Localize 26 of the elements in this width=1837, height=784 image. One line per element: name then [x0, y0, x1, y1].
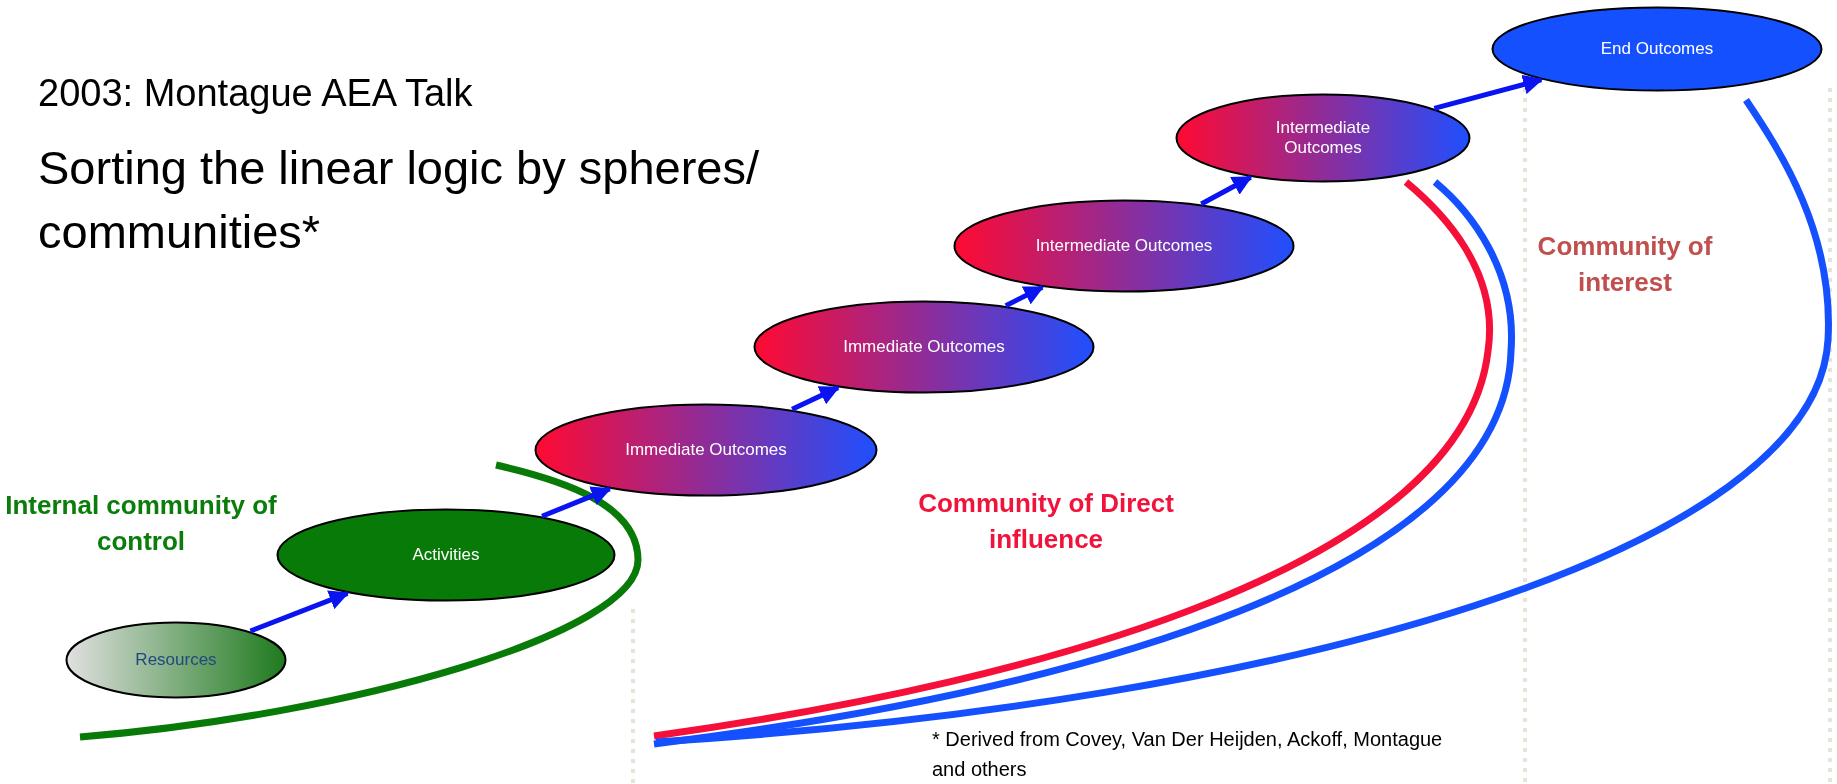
- title: 2003: Montague AEA Talk: [38, 72, 473, 115]
- region-label: Internal community of control: [4, 489, 278, 558]
- node-label: End Outcomes: [1600, 39, 1714, 59]
- ellipse-node: [953, 199, 1295, 293]
- node-label: Immediate Outcomes: [625, 440, 787, 460]
- node-label: Activities: [412, 545, 480, 565]
- ellipse-node: [65, 621, 287, 699]
- ellipse-node: [753, 300, 1095, 394]
- arrow: [1433, 74, 1544, 111]
- arrow: [791, 385, 840, 412]
- arrow: [1200, 175, 1253, 207]
- subtitle: Sorting the linear logic by spheres/ communities*: [38, 140, 761, 260]
- ellipse-node: [1491, 6, 1823, 92]
- footnote: * Derived from Covey, Van Der Heijden, Ackoff, Montague and others: [932, 727, 1444, 782]
- node-label: Resources: [135, 650, 217, 670]
- ellipse-node: [276, 508, 616, 602]
- region-label: Community of interest: [1536, 230, 1714, 299]
- arrow: [541, 486, 612, 519]
- arrow: [249, 590, 350, 634]
- arrow: [1004, 285, 1045, 308]
- ellipse-node: [1175, 93, 1471, 183]
- node-label: Intermediate Outcomes: [1274, 118, 1372, 158]
- region-label: Community of Direct influence: [917, 487, 1175, 556]
- ellipse-node: [534, 403, 878, 497]
- node-label: Intermediate Outcomes: [1035, 236, 1213, 256]
- node-label: Immediate Outcomes: [843, 337, 1005, 357]
